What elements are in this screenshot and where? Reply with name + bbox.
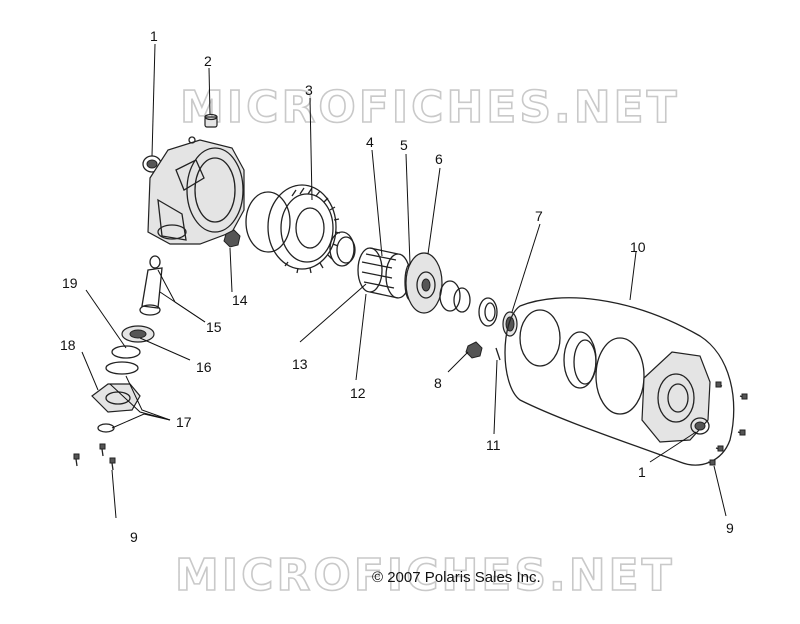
part-o-ring-16: [105, 361, 139, 375]
callout-9-right: 9: [726, 520, 734, 536]
part-small-o-ring: [97, 423, 115, 433]
part-gearcase-cover: [641, 351, 711, 443]
callout-8: 8: [434, 375, 442, 391]
part-hub-plate: [405, 252, 443, 314]
part-o-ring-large: [595, 337, 645, 415]
part-bolts-right: [707, 381, 748, 466]
part-seal-right: [690, 417, 710, 435]
callout-7: 7: [535, 208, 543, 224]
part-pin: [495, 347, 501, 361]
part-pinion-housing: [91, 383, 141, 413]
part-pinion-bearing: [121, 325, 155, 343]
part-shaft-gear: [439, 280, 471, 313]
callout-18: 18: [60, 337, 76, 353]
callout-3: 3: [305, 82, 313, 98]
callout-17: 17: [176, 414, 192, 430]
part-roll-cage: [357, 247, 411, 299]
callout-11: 11: [486, 437, 501, 453]
part-nut: [223, 229, 241, 248]
part-bolts-left: [73, 443, 116, 471]
callout-12: 12: [350, 385, 366, 401]
part-pinion-shaft: [139, 255, 163, 316]
callout-5: 5: [400, 137, 408, 153]
part-gearcase-housing: [147, 136, 245, 245]
watermark-bottom: MICROFICHES.NET: [175, 550, 675, 601]
callout-2: 2: [204, 53, 212, 69]
watermark-top: MICROFICHES.NET: [180, 82, 680, 133]
part-breather-plug: [204, 113, 218, 128]
callout-4: 4: [366, 134, 374, 150]
part-snap-ring: [519, 309, 561, 367]
callout-10: 10: [630, 239, 646, 255]
part-ring-gear: [245, 184, 341, 274]
copyright-text: © 2007 Polaris Sales Inc.: [372, 569, 541, 586]
callout-1-top: 1: [150, 28, 158, 44]
part-o-ring-19: [111, 345, 141, 359]
leader-lines: [81, 43, 727, 519]
callout-13: 13: [292, 356, 308, 372]
callout-14: 14: [232, 292, 248, 308]
part-spacer-ring: [563, 331, 597, 389]
part-bearing: [478, 297, 498, 327]
part-seal-7: [502, 311, 518, 337]
callout-9-left: 9: [130, 529, 138, 545]
callout-19: 19: [62, 275, 78, 291]
callout-15: 15: [206, 319, 222, 335]
callout-16: 16: [196, 359, 212, 375]
part-fitting: [465, 341, 483, 359]
callout-1-bottom: 1: [638, 464, 646, 480]
part-bearing-cup: [329, 231, 356, 267]
callout-6: 6: [435, 151, 443, 167]
